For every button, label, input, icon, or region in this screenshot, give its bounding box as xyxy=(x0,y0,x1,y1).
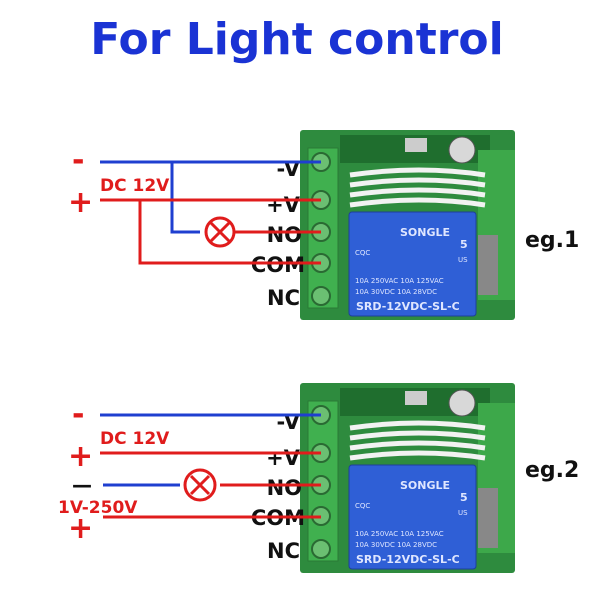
relay-cert-us: US xyxy=(458,256,468,264)
terminal-label: NC xyxy=(267,286,300,310)
lamp-icon xyxy=(204,216,236,248)
relay-brand: SONGLE xyxy=(400,479,450,492)
relay-model: SRD-12VDC-SL-C xyxy=(356,553,460,566)
terminal-label: NC xyxy=(267,539,300,563)
wires xyxy=(100,413,321,519)
example-1: SONGLE CQC 5 US 10A 250VAC 10A 125VAC 10… xyxy=(68,130,579,320)
supply-label: DC 12V xyxy=(100,429,170,449)
example-2: SONGLE CQC 5 US 10A 250VAC 10A 125VAC 10… xyxy=(58,383,579,573)
negative-sign: - xyxy=(72,143,84,178)
lamp-icon xyxy=(183,468,217,502)
page-title: For Light control xyxy=(90,14,504,65)
relay-cqc: CQC xyxy=(355,249,370,257)
negative-sign: - xyxy=(72,397,84,432)
terminal-label: NO xyxy=(267,476,302,500)
terminal-label: +V xyxy=(266,446,301,470)
positive-sign: + xyxy=(68,185,93,220)
relay-cert: 5 xyxy=(460,238,468,251)
load-negative-sign: — xyxy=(72,473,92,497)
relay-rating-1: 10A 250VAC 10A 125VAC xyxy=(355,530,444,538)
terminal-label: NO xyxy=(267,223,302,247)
relay-rating-2: 10A 30VDC 10A 28VDC xyxy=(355,541,437,549)
example-label: eg.1 xyxy=(525,228,579,253)
relay-rating-1: 10A 250VAC 10A 125VAC xyxy=(355,277,444,285)
relay-model: SRD-12VDC-SL-C xyxy=(356,300,460,313)
relay-brand: SONGLE xyxy=(400,226,450,239)
example-label: eg.2 xyxy=(525,458,579,483)
relay-cqc: CQC xyxy=(355,502,370,510)
load-positive-sign: + xyxy=(68,511,93,546)
supply-label: DC 12V xyxy=(100,176,170,196)
relay-rating-2: 10A 30VDC 10A 28VDC xyxy=(355,288,437,296)
relay-cert: 5 xyxy=(460,491,468,504)
relay-markings: SONGLE CQC 5 US 10A 250VAC 10A 125VAC 10… xyxy=(355,226,468,313)
terminal-label: COM xyxy=(251,253,305,277)
relay-cert-us: US xyxy=(458,509,468,517)
load-supply-label: 1V-250V xyxy=(58,498,138,518)
positive-sign: + xyxy=(68,439,93,474)
terminal-label: +V xyxy=(266,193,301,217)
wires xyxy=(100,160,321,265)
